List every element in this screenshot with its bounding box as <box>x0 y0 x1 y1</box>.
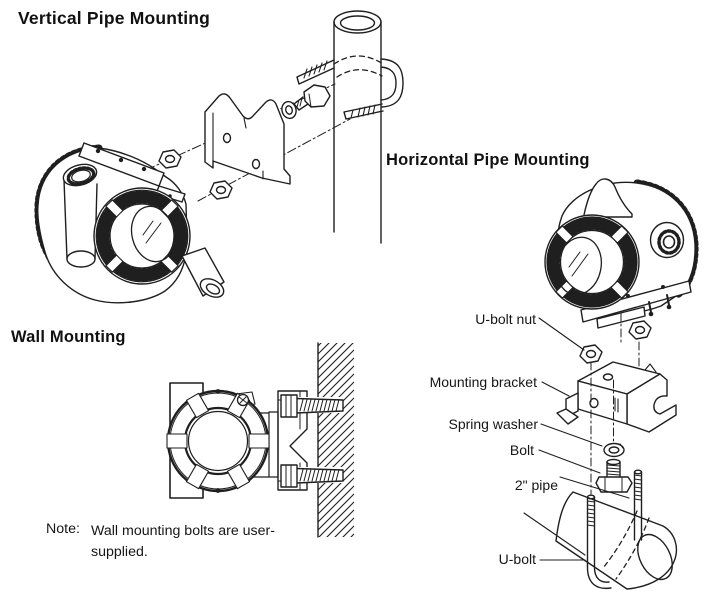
label-2in-pipe: 2" pipe <box>514 477 558 493</box>
pipe-vertical <box>333 10 382 244</box>
nut-vertical-upper <box>158 149 182 169</box>
nut-horizontal-left <box>579 344 603 364</box>
nut-horizontal-right <box>628 320 652 340</box>
spring-washer-horizontal <box>603 442 625 458</box>
mounting-bracket-horizontal <box>556 361 677 433</box>
label-u-bolt-nut: U-bolt nut <box>475 311 536 327</box>
nut-vertical-lower <box>209 180 233 200</box>
pipe-horizontal <box>555 491 678 590</box>
leader-u-bolt-nut <box>538 317 585 351</box>
horizontal-pipe-mounting-illustration <box>523 178 699 590</box>
bolt-horizontal <box>595 458 633 493</box>
transmitter-vertical <box>34 142 225 304</box>
note-text: Wall mounting bolts are user-supplied. <box>91 523 275 560</box>
wall-mounting-illustration <box>166 342 354 538</box>
u-bolt-horizontal <box>586 469 643 590</box>
section-title-vertical-pipe: Vertical Pipe Mounting <box>18 8 211 28</box>
section-title-wall: Wall Mounting <box>11 328 126 346</box>
leader-bolt <box>538 449 601 474</box>
bolt-vertical <box>293 84 331 111</box>
wall-bolt-upper <box>280 394 344 418</box>
leader-mounting-bracket <box>541 381 570 397</box>
vertical-pipe-mounting-illustration <box>34 10 404 304</box>
u-bolt-vertical <box>296 55 404 120</box>
transmitter-wall-front <box>166 382 270 499</box>
label-spring-washer: Spring washer <box>448 416 539 432</box>
washer-vertical <box>281 100 297 120</box>
label-u-bolt: U-bolt <box>498 551 536 567</box>
centerlines-horizontal <box>590 312 640 495</box>
leader-lines <box>523 317 630 561</box>
leader-pipe <box>559 476 630 499</box>
wall-hatch <box>318 343 354 537</box>
leader-spring-washer <box>540 423 603 447</box>
transmitter-horizontal <box>544 178 699 329</box>
label-mounting-bracket: Mounting bracket <box>429 374 537 390</box>
wall-bolt-lower <box>280 464 344 488</box>
section-title-horizontal-pipe: Horizontal Pipe Mounting <box>386 151 590 169</box>
label-bolt: Bolt <box>509 442 534 458</box>
leader-pipe-2 <box>523 512 586 556</box>
note-label: Note: <box>46 521 80 537</box>
mounting-bracket-vertical <box>204 93 291 185</box>
